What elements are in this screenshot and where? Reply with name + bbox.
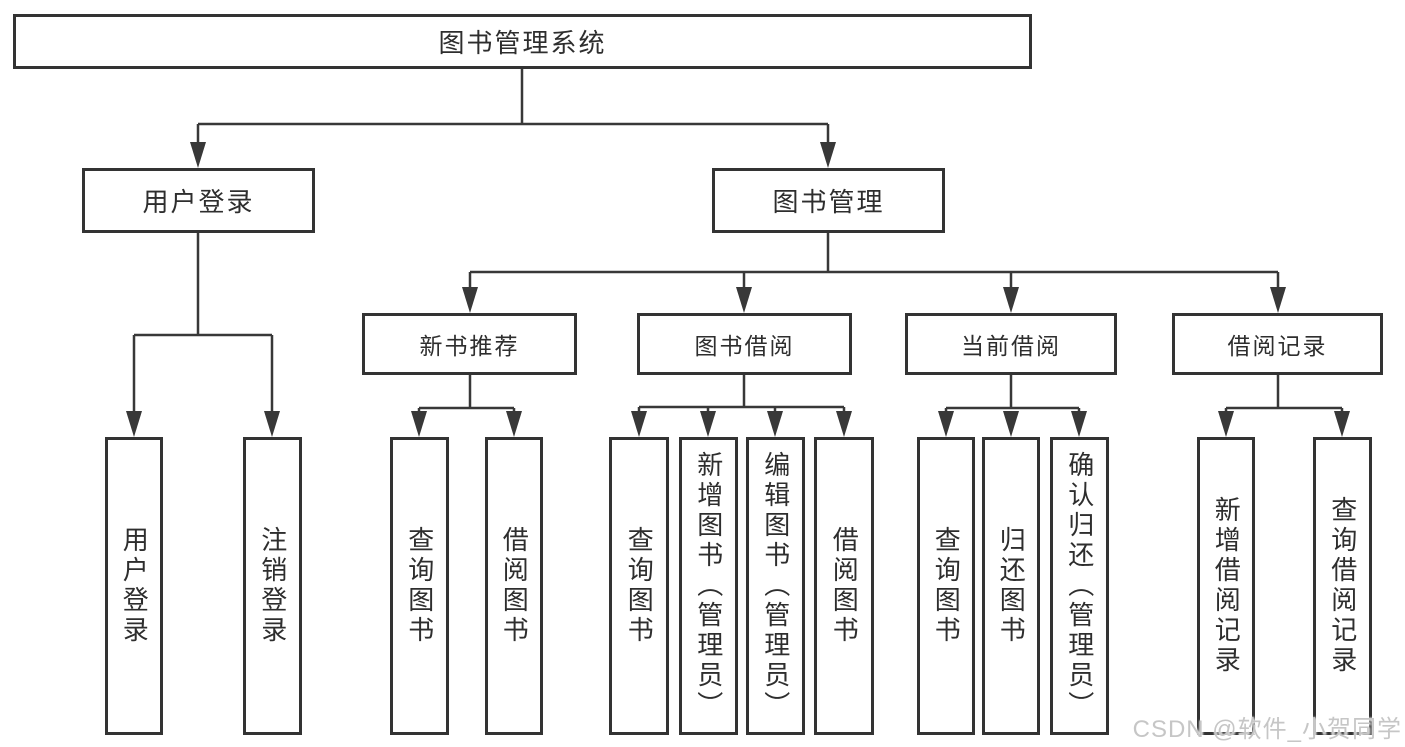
node-borrowing-records: 借阅记录	[1172, 313, 1383, 375]
leaf-label: 查询图书	[404, 526, 435, 646]
connector-lines	[132, 69, 1344, 413]
arrowhead	[820, 142, 836, 168]
arrowhead	[190, 142, 206, 168]
node-new-book-recommendation: 新书推荐	[362, 313, 577, 375]
leaf-label: 查询借阅记录	[1327, 496, 1358, 676]
leaf-add-book-admin: 新增图书（管理员）	[679, 437, 738, 735]
leaf-query-book: 查询图书	[609, 437, 669, 735]
arrowhead	[1071, 411, 1087, 437]
arrowhead	[506, 411, 522, 437]
arrowhead	[1003, 287, 1019, 313]
csdn-watermark: CSDN @软件_小贺同学	[1132, 716, 1402, 743]
leaf-label: 新增图书（管理员）	[693, 451, 724, 721]
arrowhead	[631, 411, 647, 437]
arrowhead	[126, 411, 142, 437]
arrowhead	[1270, 287, 1286, 313]
leaf-label: 用户登录	[119, 526, 150, 646]
arrowhead	[1334, 411, 1350, 437]
leaf-add-borrow-record: 新增借阅记录	[1197, 437, 1255, 735]
leaf-confirm-return-admin: 确认归还（管理员）	[1050, 437, 1109, 735]
leaf-borrow-book: 借阅图书	[485, 437, 543, 735]
arrowhead	[1218, 411, 1234, 437]
arrowhead	[264, 411, 280, 437]
leaf-label: 查询图书	[624, 526, 655, 646]
arrowhead	[462, 287, 478, 313]
leaf-label: 确认归还（管理员）	[1064, 451, 1095, 721]
arrowhead	[836, 411, 852, 437]
leaf-label: 归还图书	[996, 526, 1027, 646]
node-library-system: 图书管理系统	[13, 14, 1032, 69]
node-label: 图书管理	[772, 187, 885, 217]
leaf-query-borrow-record: 查询借阅记录	[1313, 437, 1372, 735]
node-current-borrowing: 当前借阅	[905, 313, 1117, 375]
arrowhead	[767, 411, 783, 437]
leaf-label: 编辑图书（管理员）	[760, 451, 791, 721]
node-label: 图书管理系统	[438, 28, 607, 58]
node-label: 用户登录	[142, 187, 255, 217]
leaf-user-login: 用户登录	[105, 437, 163, 735]
leaf-label: 注销登录	[257, 526, 288, 646]
leaf-edit-book-admin: 编辑图书（管理员）	[746, 437, 805, 735]
arrowhead	[700, 411, 716, 437]
node-book-borrowing: 图书借阅	[637, 313, 852, 375]
node-label: 当前借阅	[961, 333, 1061, 359]
leaf-query-book: 查询图书	[917, 437, 975, 735]
leaf-label: 借阅图书	[499, 526, 530, 646]
leaf-borrow-book: 借阅图书	[814, 437, 874, 735]
leaf-label: 查询图书	[931, 526, 962, 646]
leaf-query-book: 查询图书	[390, 437, 449, 735]
node-label: 新书推荐	[419, 333, 520, 359]
node-label: 借阅记录	[1227, 333, 1328, 359]
arrowhead	[736, 287, 752, 313]
leaf-label: 新增借阅记录	[1211, 496, 1242, 676]
arrowhead	[938, 411, 954, 437]
node-label: 图书借阅	[694, 333, 795, 359]
leaf-logout: 注销登录	[243, 437, 302, 735]
arrowheads	[126, 142, 1350, 437]
leaf-return-book: 归还图书	[982, 437, 1040, 735]
leaf-label: 借阅图书	[829, 526, 860, 646]
node-book-management: 图书管理	[712, 168, 945, 233]
node-user-login: 用户登录	[82, 168, 315, 233]
arrowhead	[1003, 411, 1019, 437]
arrowhead	[411, 411, 427, 437]
